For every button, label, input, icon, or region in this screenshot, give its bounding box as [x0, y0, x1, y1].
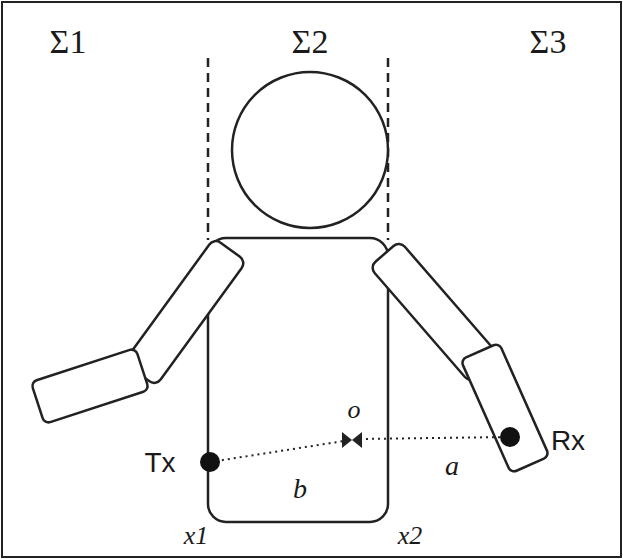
transmitter-dot — [200, 452, 220, 472]
torso — [208, 238, 388, 522]
signal-path — [360, 437, 510, 439]
distance-label: a — [445, 452, 459, 480]
distance-label: b — [293, 475, 307, 503]
origin-label: o — [348, 397, 361, 423]
signal-path — [210, 441, 344, 462]
region-name: Σ1 — [50, 25, 87, 59]
boundary-label: x1 — [184, 523, 209, 549]
forearm — [461, 343, 550, 473]
receiver-label: Rx — [551, 427, 585, 455]
upper-arm — [124, 238, 247, 386]
forearm — [31, 348, 149, 424]
receiver-dot — [500, 427, 520, 447]
region-name: Σ3 — [530, 25, 567, 59]
region-name: Σ2 — [292, 25, 329, 59]
origin-marker — [342, 432, 362, 448]
region-boundary — [207, 58, 210, 240]
transmitter-label: Tx — [144, 449, 175, 477]
head — [232, 72, 388, 228]
boundary-label: x2 — [398, 523, 423, 549]
